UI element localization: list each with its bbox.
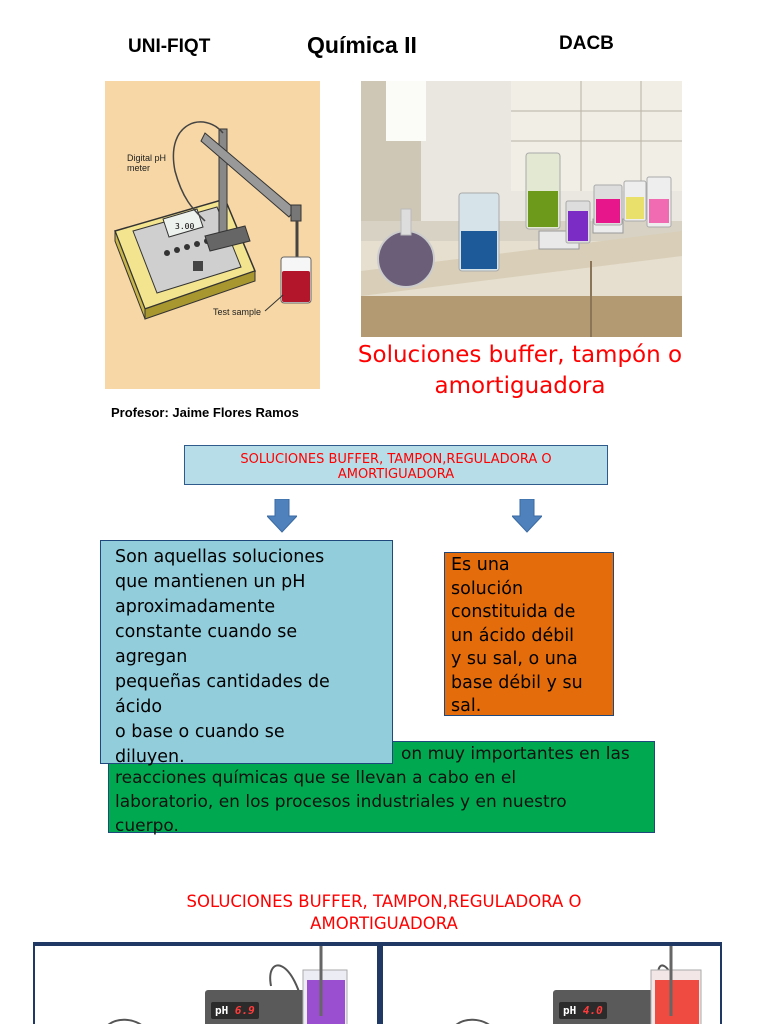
composition-box: Es una solución constituida de un ácido … <box>444 552 614 716</box>
laboratory-beakers-photo <box>361 81 682 337</box>
department-label: DACB <box>559 33 614 54</box>
ph-label: pH <box>215 1004 229 1017</box>
definition-line: o base o cuando se <box>115 722 285 742</box>
importance-line: laboratorio, en los procesos industriale… <box>115 792 567 812</box>
definition-box: Son aquellas soluciones que mantienen un… <box>100 540 393 767</box>
definition-line: agregan <box>115 647 188 667</box>
ph-display-left: pH 6.9 <box>211 1002 259 1019</box>
composition-line: base débil y su <box>451 672 583 693</box>
importance-line: reacciones químicas que se llevan a cabo… <box>115 768 517 788</box>
course-title: Química II <box>307 32 417 58</box>
ph-meter-photo-left: pH 6.9 <box>35 946 377 1024</box>
composition-line: constituida de <box>451 602 576 622</box>
ph-value: 6.9 <box>234 1004 255 1017</box>
concept-title-box: SOLUCIONES BUFFER, TAMPON,REGULADORA O A… <box>184 445 608 485</box>
test-sample-label: Test sample <box>213 307 262 317</box>
section-title-line1: SOLUCIONES BUFFER, TAMPON,REGULADORA O <box>186 892 582 911</box>
concept-title-line2: AMORTIGUADORA <box>337 467 455 482</box>
section-title: SOLUCIONES BUFFER, TAMPON,REGULADORA O A… <box>130 891 638 935</box>
definition-line: diluyen. <box>115 747 185 767</box>
importance-line: on muy importantes en las <box>401 744 630 764</box>
concept-title-line1: SOLUCIONES BUFFER, TAMPON,REGULADORA O <box>240 452 552 467</box>
digital-ph-meter-illustration: 3.00 Digital pH meter Test sample <box>105 81 320 389</box>
definition-line: Son aquellas soluciones <box>115 547 325 567</box>
main-title: Soluciones buffer, tampón o amortiguador… <box>330 340 710 402</box>
composition-line: un ácido débil <box>451 625 575 646</box>
definition-line: constante cuando se <box>115 622 298 642</box>
meter-label-line2: meter <box>127 163 151 173</box>
main-title-line1: Soluciones buffer, tampón o <box>357 342 683 368</box>
composition-line: y su sal, o una <box>451 649 578 669</box>
main-title-line2: amortiguadora <box>434 373 606 399</box>
definition-line: pequeñas cantidades de <box>115 672 330 692</box>
ph-display-right: pH 4.0 <box>559 1002 607 1019</box>
definition-line: aproximadamente <box>115 597 276 617</box>
university-label: UNI-FIQT <box>128 36 211 57</box>
section-title-line2: AMORTIGUADORA <box>310 914 458 933</box>
ph-meter-photo-right: pH 4.0 <box>383 946 720 1024</box>
importance-line: cuerpo. <box>115 816 179 836</box>
definition-line: ácido <box>115 697 163 717</box>
meter-label-line1: Digital pH <box>127 153 167 163</box>
ph-value: 4.0 <box>582 1004 603 1017</box>
composition-line: Es una <box>451 555 510 575</box>
definition-line: que mantienen un pH <box>115 572 306 592</box>
down-arrow-icon <box>267 499 297 533</box>
meter-display-text: 3.00 <box>175 222 194 231</box>
professor-name: Profesor: Jaime Flores Ramos <box>111 405 299 420</box>
ph-comparison-images: pH 6.9 pH 4.0 <box>33 942 722 1024</box>
ph-label: pH <box>563 1004 577 1017</box>
down-arrow-icon <box>512 499 542 533</box>
composition-line: sal. <box>451 696 482 716</box>
composition-line: solución <box>451 578 524 599</box>
